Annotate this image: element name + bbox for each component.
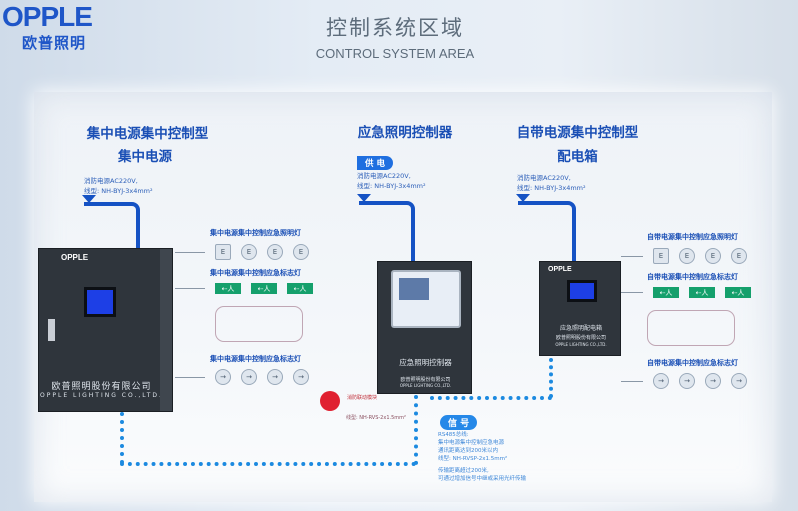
text-label: 自带电源集中控制应急标志灯 <box>647 273 738 281</box>
supply-wire <box>518 201 576 261</box>
title-cn: 控制系统区域 <box>326 16 464 40</box>
signal-bus <box>549 358 553 398</box>
distribution-title-1: 自带电源集中控制型 <box>516 125 639 141</box>
area-title: 控制系统区域 CONTROL SYSTEM AREA <box>300 12 490 61</box>
text-label: 可通过增加信号中继或采用光纤传输 <box>438 476 527 482</box>
text-label: OPPLE <box>61 253 89 262</box>
logo-en: OPPLE <box>2 1 93 32</box>
logo-cn: 欧普照明 <box>22 34 87 52</box>
text-label: 通讯距离达到200米以内 <box>438 448 498 454</box>
text-label: 自带电源集中控制应急照明灯 <box>647 233 738 241</box>
controller-supply: 消防电源AC220V, 线型: NH-BYJ-3x4mm² <box>357 171 426 191</box>
text-label: 线型: NH-BYJ-3x4mm² <box>84 187 153 195</box>
fire-alarm-bell-icon <box>320 391 340 411</box>
signal-notes: RS485总线: 集中电源集中控制应急电源通讯距离达到200米以内线型: NH-R… <box>438 431 526 483</box>
text-label: 集中电源集中控制应急照明灯 <box>210 229 301 237</box>
distribution-title-2: 配电箱 <box>557 149 598 165</box>
opple-logo: OPPLE 欧普照明 <box>2 2 122 53</box>
alarm-note: 消防联动模块 <box>347 395 378 401</box>
text-label: 消防电源AC220V, <box>84 177 138 185</box>
text-label: 集中电源集中控制应急电源 <box>438 440 505 446</box>
text-label: 线型: NH-RVSP-2x1.5mm² <box>438 456 508 462</box>
central-title-1: 集中电源集中控制型 <box>86 126 209 142</box>
text-label: OPPLE LIGHTING CO.,LTD. <box>40 392 163 399</box>
text-label: 欧普照明股份有限公司 <box>400 377 451 383</box>
central-power-cabinet: OPPLE 欧普照明股份有限公司 OPPLE LIGHTING CO.,LTD. <box>38 248 173 412</box>
text-label: 线型: NH-BYJ-3x4mm² <box>357 182 426 190</box>
supply-arrow-icon <box>516 194 530 202</box>
text-label: OPPLE LIGHTING CO.,LTD. <box>555 342 607 347</box>
signal-bus <box>120 412 124 464</box>
text-label: 集中电源集中控制应急标志灯 <box>210 355 301 363</box>
text-label: 线型: NH-BYJ-3x4mm² <box>517 184 586 192</box>
text-label: 欧普照明股份有限公司 <box>51 382 152 392</box>
emergency-distribution-box: OPPLE 应急照明配电箱 欧普照明股份有限公司 OPPLE LIGHTING … <box>539 261 621 356</box>
text-label: 应急照明控制器 <box>399 358 452 367</box>
supply-wire <box>359 201 415 261</box>
supply-badge: 供 电 <box>357 156 393 170</box>
text-label: 消防电源AC220V, <box>517 174 571 182</box>
central-supply: 消防电源AC220V, 线型: NH-BYJ-3x4mm² <box>84 176 153 196</box>
title-en: CONTROL SYSTEM AREA <box>315 46 475 61</box>
controller-title: 应急照明控制器 <box>357 125 453 141</box>
text-label: OPPLE <box>548 266 572 273</box>
signal-badge: 信 号 <box>440 415 478 430</box>
text-label: 传输距离超过200米, <box>438 468 489 474</box>
text-label: OPPLE LIGHTING CO.,LTD. <box>399 383 452 388</box>
supply-arrow-icon <box>357 194 371 202</box>
emergency-lighting-controller: 应急照明控制器 欧普照明股份有限公司 OPPLE LIGHTING CO.,LT… <box>377 261 472 394</box>
text-label: 应急照明配电箱 <box>559 325 602 332</box>
supply-wire <box>84 202 140 248</box>
alarm-wire: 线型: NH-RVS-2x1.5mm² <box>346 415 407 421</box>
text-label: 集中电源集中控制应急标志灯 <box>210 269 301 277</box>
central-title-2: 集中电源 <box>118 149 172 165</box>
supply-arrow-icon <box>82 195 96 203</box>
signal-bus <box>120 462 416 466</box>
text-label: 自带电源集中控制应急标志灯 <box>647 359 738 367</box>
signal-bus <box>414 395 418 465</box>
text-label: RS485总线: <box>438 432 469 438</box>
signal-bus <box>430 396 552 400</box>
text-label: 消防电源AC220V, <box>357 172 411 180</box>
distribution-supply: 消防电源AC220V, 线型: NH-BYJ-3x4mm² <box>517 173 586 193</box>
text-label: 欧普照明股份有限公司 <box>555 335 606 341</box>
